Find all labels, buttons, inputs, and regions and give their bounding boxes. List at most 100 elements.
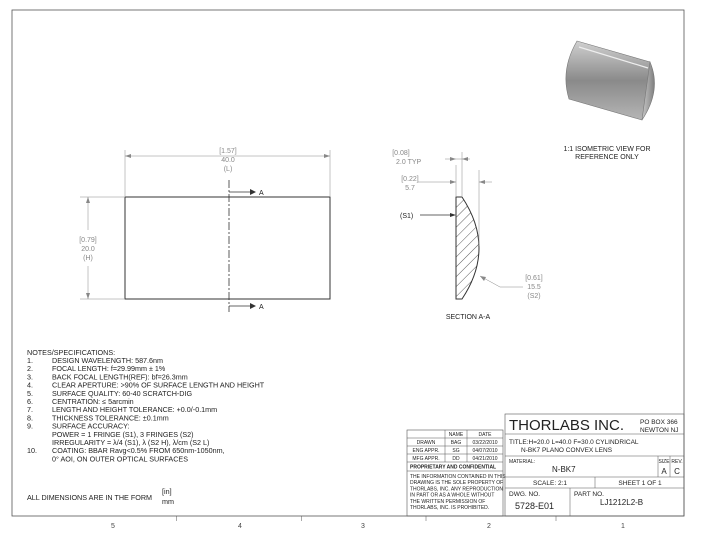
note-text: POWER = 1 FRINGE (S1), 3 FRINGES (S2) (52, 430, 194, 439)
iso-highlight (578, 46, 649, 69)
length-dim-mm: 40.0 (221, 157, 235, 164)
note-text: LENGTH AND HEIGHT TOLERANCE: +0.0/-0.1mm (52, 405, 217, 414)
zone-marker: 3 (361, 523, 365, 530)
approval-name: SG (452, 448, 459, 454)
drawing-title-line1: TITLE:H=20.0 L=40.0 F=30.0 CYLINDRICAL (509, 439, 639, 446)
thick-arrow-right (479, 180, 485, 184)
part-no-value: LJ1212L2-B (600, 498, 643, 507)
radius-dim-ref: (S2) (527, 293, 540, 300)
length-dim-ref: (L) (224, 166, 233, 173)
note-number: 9. (27, 422, 33, 431)
note-text: COATING: BBAR Ravg<0.5% FROM 650nm-1050n… (52, 446, 225, 455)
approval-name: DD (452, 456, 460, 462)
approvals-date-header: DATE (479, 432, 493, 438)
note-number: 1. (27, 356, 33, 365)
proprietary-line: IN PART OR AS A WHOLE WITHOUT (410, 493, 494, 499)
proprietary-line: THE INFORMATION CONTAINED IN THIS (410, 474, 506, 480)
thick-dim-inch: [0.22] (401, 176, 419, 183)
edge-dim-inch: [0.08] (392, 150, 410, 157)
zone-marker: 1 (621, 523, 625, 530)
note-number: 3. (27, 372, 33, 381)
approval-date: 04/07/2010 (472, 448, 497, 454)
note-text: SURFACE QUALITY: 60-40 SCRATCH-DIG (52, 389, 192, 398)
note-number: 7. (27, 405, 33, 414)
section-arrowhead-top (250, 189, 256, 195)
thick-arrow-left (450, 180, 456, 184)
rev-label: REV. (671, 459, 682, 465)
dwg-no-value: 5728-E01 (515, 501, 554, 511)
length-dim-inch: [1.57] (219, 148, 237, 155)
note-text: THICKNESS TOLERANCE: ±0.1mm (52, 413, 169, 422)
note-number: 4. (27, 381, 33, 390)
rev-value: C (674, 467, 680, 476)
note-text: SURFACE ACCURACY: (52, 422, 129, 431)
dimension-form-note: ALL DIMENSIONS ARE IN THE FORM [in] mm (27, 487, 174, 506)
note-text: IRREGULARITY = λ/4 (S1), λ (S2 H), λ/cm … (52, 438, 209, 447)
surface-s1-label: (S1) (400, 213, 413, 220)
length-arrow-right (324, 154, 330, 158)
radius-leader-arrow (480, 276, 486, 281)
thick-dim-mm: 5.7 (405, 185, 415, 192)
note-number: 10. (27, 446, 37, 455)
section-view: [0.08] 2.0 TYP [0.22] 5.7 (S1) [0.61] 15… (392, 150, 543, 321)
zone-marker: 2 (487, 523, 491, 530)
approval-date: 04/21/2010 (472, 456, 497, 462)
drawing-title-line2: N-BK7 PLANO CONVEX LENS (521, 447, 613, 454)
proprietary-heading: PROPRIETARY AND CONFIDENTIAL (410, 465, 496, 471)
note-number: 8. (27, 413, 33, 422)
edge-arrow-right (462, 157, 468, 161)
zone-marker: 5 (111, 523, 115, 530)
notes-heading: NOTES/SPECIFICATIONS: (27, 348, 115, 357)
note-text: BACK FOCAL LENGTH(REF): bf=26.3mm (52, 372, 188, 381)
material-value: N-BK7 (552, 465, 576, 474)
proprietary-line: THE WRITTEN PERMISSION OF (410, 499, 485, 505)
approval-role: MFG APPR. (412, 456, 439, 462)
size-value: A (661, 467, 667, 476)
dims-note-prefix: ALL DIMENSIONS ARE IN THE FORM (27, 493, 152, 502)
note-text: 0° AOI, ON OUTER OPTICAL SURFACES (52, 454, 188, 463)
approval-role: DRAWN (417, 440, 436, 446)
note-text: FOCAL LENGTH: f=29.99mm ± 1% (52, 364, 166, 373)
s1-leader-arrow (450, 213, 456, 217)
height-arrow-bottom (86, 293, 90, 299)
approval-name: BAG (451, 440, 462, 446)
note-text: DESIGN WAVELENGTH: 587.6nm (52, 356, 163, 365)
note-number: 2. (27, 364, 33, 373)
note-number: 6. (27, 397, 33, 406)
proprietary-line: THORLABS, INC. IS PROHIBITED. (410, 505, 489, 511)
approval-date: 03/22/2010 (472, 440, 497, 446)
iso-caption-line1: 1:1 ISOMETRIC VIEW FOR (563, 146, 650, 153)
material-label: MATERIAL: (509, 459, 535, 465)
notes-block: NOTES/SPECIFICATIONS: 1. DESIGN WAVELENGT… (27, 348, 265, 463)
front-view-outline (124, 196, 331, 300)
title-block: THORLABS INC. PO BOX 366 NEWTON NJ TITLE… (504, 413, 685, 517)
zone-marker: 4 (238, 523, 242, 530)
note-number: 5. (27, 389, 33, 398)
note-text: CLEAR APERTURE: >90% OF SURFACE LENGTH A… (52, 381, 265, 390)
radius-dim-mm: 15.5 (527, 284, 541, 291)
section-profile (455, 196, 480, 300)
dims-note-unit-bottom: mm (162, 497, 174, 506)
front-view: A A [1.57] 40.0 (L) [0.79] 20.0 (H) (79, 148, 331, 312)
company-name: THORLABS INC. (509, 417, 624, 434)
iso-lens-end (641, 60, 655, 121)
section-marker-bottom: A (259, 304, 264, 311)
length-arrow-left (125, 154, 131, 158)
iso-lens-body (565, 40, 652, 121)
dims-note-unit-top: [in] (162, 487, 172, 496)
notes-list: 1. DESIGN WAVELENGTH: 587.6nm 2. FOCAL LENG… (27, 356, 265, 463)
zone-markers: 5 4 3 2 1 (111, 516, 625, 530)
section-arrowhead-bottom (250, 303, 256, 309)
isometric-view: 1:1 ISOMETRIC VIEW FOR REFERENCE ONLY (563, 40, 655, 161)
iso-caption-line2: REFERENCE ONLY (575, 154, 639, 161)
proprietary-line: THORLABS, INC. ANY REPRODUCTION (410, 486, 503, 492)
section-title: SECTION A-A (446, 314, 491, 321)
sheet-border (11, 9, 685, 517)
part-no-label: PART NO. (574, 491, 604, 498)
sheet-value: SHEET 1 OF 1 (618, 480, 662, 487)
scale-value: SCALE: 2:1 (533, 480, 567, 487)
radius-dim-inch: [0.61] (525, 275, 543, 282)
